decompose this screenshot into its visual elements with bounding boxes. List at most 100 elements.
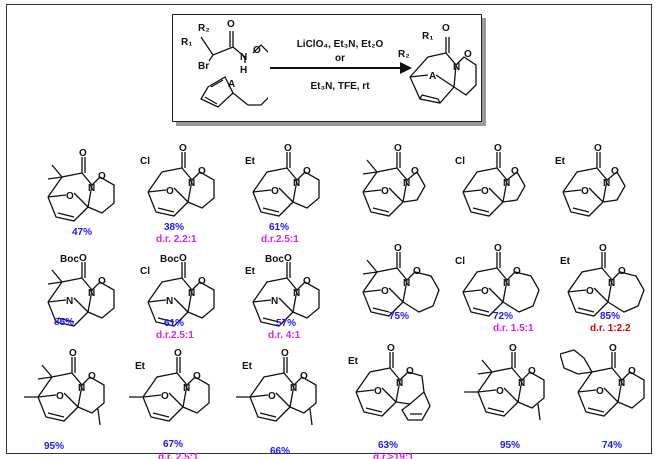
bridge-oxygen: O [481, 186, 489, 197]
yield-label: 95% [44, 441, 65, 452]
ring-oxygen: O [611, 166, 619, 177]
amide-nitrogen: N [88, 183, 95, 194]
yield-label: 67% [163, 439, 184, 450]
bridge-oxygen: O [581, 186, 589, 197]
amide-nitrogen: N [403, 178, 410, 189]
diastereomeric-ratio: d.r.>19:1 [373, 452, 414, 459]
yield-label: 75% [389, 311, 410, 322]
carbonyl-oxygen: O [179, 143, 187, 154]
carbonyl-oxygen: O [509, 343, 517, 354]
bridge-oxygen: O [66, 191, 74, 202]
skeleton-bonds [236, 357, 317, 426]
substituent-label: Et [245, 156, 256, 167]
ring-oxygen: O [193, 371, 201, 382]
skeleton-bonds [147, 152, 215, 217]
carbonyl-oxygen: O [387, 343, 395, 354]
diastereomeric-ratio: d.r. 1:2.2 [590, 323, 631, 334]
svg-text:R₁: R₁ [181, 37, 192, 48]
yield-label: 61% [269, 222, 290, 233]
figure-frame [6, 4, 652, 454]
bridge-oxygen: O [496, 386, 504, 397]
ring-oxygen: O [528, 366, 536, 377]
substituent-label: Cl [140, 266, 150, 277]
svg-text:O: O [464, 49, 472, 60]
amide-nitrogen: N [618, 378, 625, 389]
conditions-bottom: Et₃N, TFE, rt [310, 81, 370, 92]
svg-text:A: A [228, 79, 235, 90]
skeleton-bonds [355, 352, 431, 421]
yield-label: 95% [500, 440, 521, 451]
amide-nitrogen: N [293, 178, 300, 189]
skeleton-bonds [147, 262, 215, 327]
skeleton-bonds [24, 357, 105, 426]
ring-oxygen: O [198, 166, 206, 177]
skeleton-bonds [362, 152, 426, 217]
ring-oxygen: O [303, 166, 311, 177]
amide-nitrogen: N [503, 278, 510, 289]
skeleton-bonds [462, 152, 526, 217]
svg-text:H: H [240, 65, 247, 76]
amide-nitrogen: N [518, 378, 525, 389]
bridge-oxygen: O [381, 286, 389, 297]
ring-oxygen: O [618, 266, 626, 277]
boc-label: Boc [160, 254, 179, 265]
substituent-label: Et [135, 361, 146, 372]
yield-label: 74% [602, 440, 623, 451]
yield-label: 72% [493, 311, 514, 322]
bridge-oxygen: O [166, 186, 174, 197]
substituent-label: Cl [455, 256, 465, 267]
yield-label: 47% [72, 227, 93, 238]
bridge-oxygen: O [481, 286, 489, 297]
bridge-oxygen: O [586, 286, 594, 297]
ring-oxygen: O [413, 266, 421, 277]
svg-text:R₂: R₂ [198, 23, 210, 34]
skeleton-bonds [560, 349, 645, 417]
carbonyl-oxygen: O [609, 343, 617, 354]
skeleton-bonds [47, 157, 115, 222]
substituent-label: Et [245, 266, 256, 277]
bridge-oxygen: O [56, 391, 64, 402]
product-structure: R₁ R₂ O N O A [398, 23, 477, 104]
yield-label: 63% [378, 440, 399, 451]
skeleton-bonds [462, 252, 540, 317]
conditions-top: LiClO₄, Et₃N, Et₂O [296, 39, 384, 50]
bridge-nitrogen: N [66, 296, 73, 307]
ring-oxygen: O [98, 276, 106, 287]
bridge-oxygen: O [271, 186, 279, 197]
svg-text:Br: Br [198, 61, 209, 72]
carbonyl-oxygen: O [174, 348, 182, 359]
bridge-oxygen: O [161, 391, 169, 402]
substituent-label: Et [348, 356, 359, 367]
amide-nitrogen: N [293, 288, 300, 299]
bridge-oxygen: O [268, 391, 276, 402]
substituent-label: Cl [140, 156, 150, 167]
carbonyl-oxygen: O [284, 253, 292, 264]
ring-oxygen: O [628, 366, 636, 377]
amide-nitrogen: N [403, 278, 410, 289]
ring-oxygen: O [88, 371, 96, 382]
ring-oxygen: O [406, 366, 414, 377]
carbonyl-oxygen: O [79, 253, 87, 264]
yield-label: 61% [164, 318, 185, 329]
